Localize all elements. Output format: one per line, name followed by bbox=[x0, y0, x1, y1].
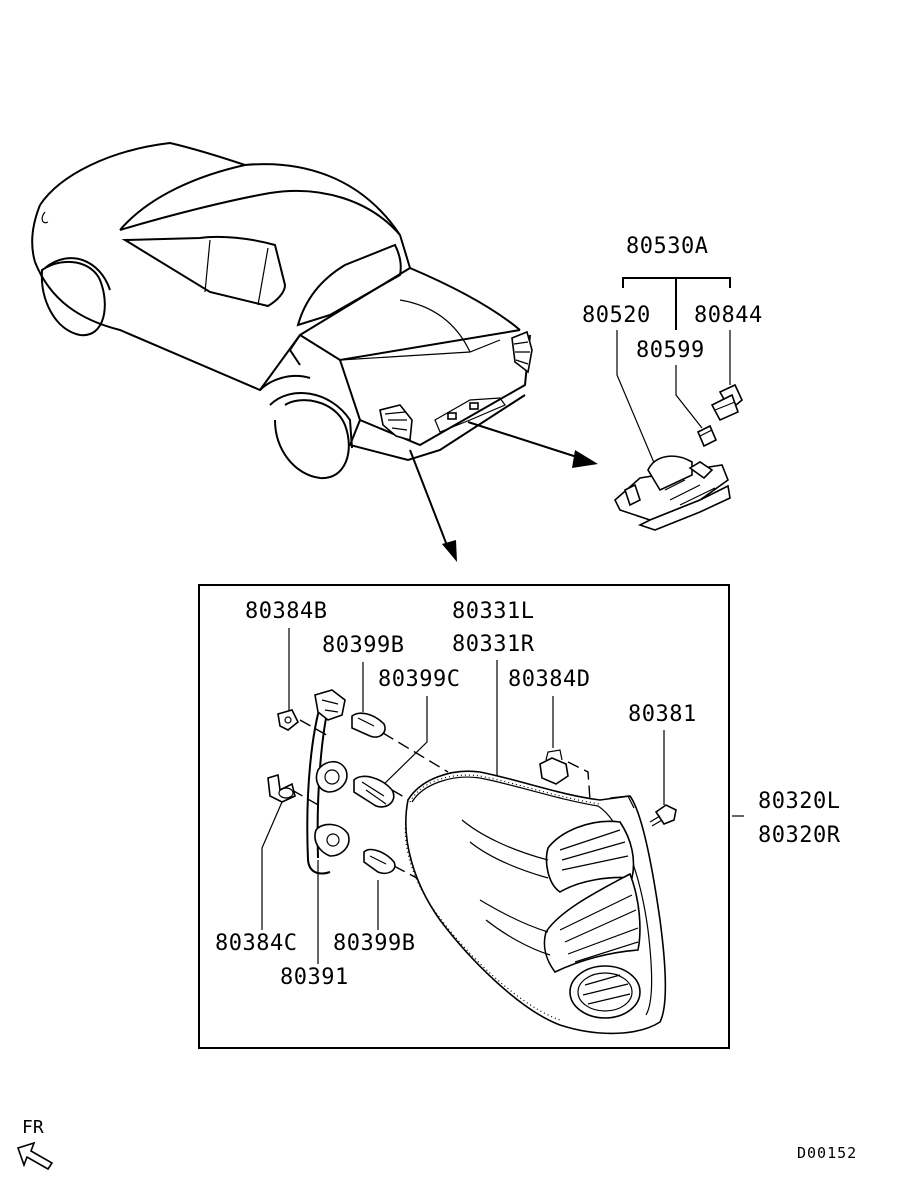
label-80399B-top[interactable]: 80399B bbox=[322, 633, 404, 658]
label-80530A[interactable]: 80530A bbox=[626, 234, 708, 259]
label-80520[interactable]: 80520 bbox=[582, 303, 651, 328]
clip-80384D bbox=[539, 757, 569, 785]
front-direction-indicator: FR bbox=[16, 1117, 54, 1171]
pickup-truck-illustration bbox=[31, 141, 533, 480]
grommet-80384B bbox=[277, 709, 300, 731]
label-80599[interactable]: 80599 bbox=[636, 338, 705, 363]
label-80399B-bottom[interactable]: 80399B bbox=[333, 931, 415, 956]
callout-arrows bbox=[409, 421, 598, 562]
license-lamp-group: 80530A 80520 80844 80599 bbox=[582, 234, 763, 531]
screw-80381 bbox=[654, 804, 677, 825]
bulb-80399C bbox=[353, 775, 395, 808]
label-80331R[interactable]: 80331R bbox=[452, 632, 535, 657]
label-80320R[interactable]: 80320R bbox=[758, 823, 841, 848]
tail-lamp-detail: 80384B 80331L 80331R 80399B 80399C 80384… bbox=[215, 599, 841, 1035]
label-80384B[interactable]: 80384B bbox=[245, 599, 327, 624]
label-80381[interactable]: 80381 bbox=[628, 702, 697, 727]
label-80384D[interactable]: 80384D bbox=[508, 667, 590, 692]
label-80384C[interactable]: 80384C bbox=[215, 931, 297, 956]
label-80844[interactable]: 80844 bbox=[694, 303, 763, 328]
label-80399C[interactable]: 80399C bbox=[378, 667, 460, 692]
grommet-80384C bbox=[267, 773, 296, 803]
diagram-code: D00152 bbox=[797, 1144, 857, 1162]
fr-label: FR bbox=[22, 1117, 44, 1138]
label-80391[interactable]: 80391 bbox=[280, 965, 349, 990]
bulb-80399B-top bbox=[351, 712, 386, 738]
bulb-80399B-bottom bbox=[363, 848, 396, 875]
detail-frame bbox=[198, 584, 730, 1049]
label-80320L[interactable]: 80320L bbox=[758, 789, 840, 814]
front-arrow-icon bbox=[16, 1141, 54, 1171]
label-80331L[interactable]: 80331L bbox=[452, 599, 534, 624]
